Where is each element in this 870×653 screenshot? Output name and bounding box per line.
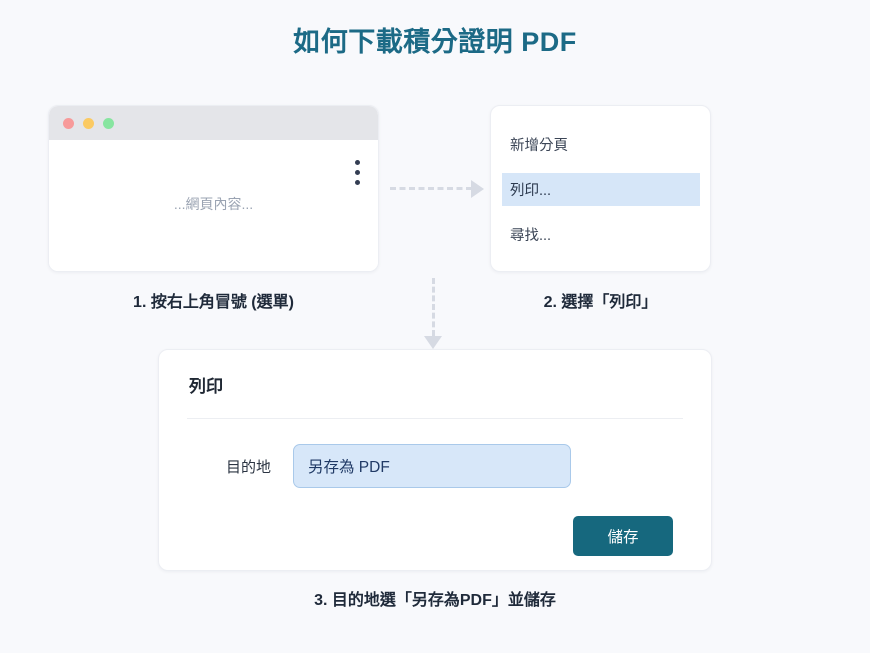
menu-item-label: 新增分頁 [510,138,568,154]
print-dialog-title: 列印 [189,377,223,396]
kebab-dot-3 [355,180,360,185]
arrow-right-icon [471,180,484,198]
connector-step1-to-step2 [390,187,472,190]
window-minimize-dot[interactable] [83,117,94,129]
step-3-caption: 3. 目的地選「另存為PDF」並儲存 [314,592,556,609]
step-1-caption: 1. 按右上角冒號 (選單) [133,294,294,311]
menu-item-find[interactable]: 尋找... [491,218,710,251]
menu-item-new-tab[interactable]: 新增分頁 [491,128,710,161]
browser-window-mock: ...網頁內容... [48,105,379,272]
arrow-down-icon [424,336,442,349]
connector-step2-to-step3 [432,278,435,336]
dialog-actions: 儲存 [187,516,683,556]
kebab-dot-2 [355,170,360,175]
destination-select[interactable]: 另存為 PDF [293,444,571,488]
menu-item-label: 列印... [510,183,552,199]
window-close-dot[interactable] [63,117,74,129]
menu-item-label: 尋找... [510,228,552,244]
print-dialog: 列印 目的地 另存為 PDF 儲存 [158,349,712,571]
menu-item-print[interactable]: 列印... [502,173,700,206]
destination-selected-value: 另存為 PDF [308,459,390,476]
step-2-caption: 2. 選擇「列印」 [543,294,658,311]
browser-menu-panel: 新增分頁 列印... 尋找... [490,105,711,272]
page-content-placeholder: ...網頁內容... [173,196,254,212]
browser-viewport: ...網頁內容... [49,140,378,271]
page-title: 如何下載積分證明 PDF [293,27,577,57]
kebab-menu-icon[interactable] [355,160,360,185]
browser-titlebar [49,106,378,140]
kebab-dot-1 [355,160,360,165]
destination-row: 目的地 另存為 PDF [187,444,683,488]
window-maximize-dot[interactable] [103,117,114,129]
save-button[interactable]: 儲存 [573,516,673,556]
destination-label: 目的地 [225,458,271,476]
dialog-divider [187,418,683,419]
